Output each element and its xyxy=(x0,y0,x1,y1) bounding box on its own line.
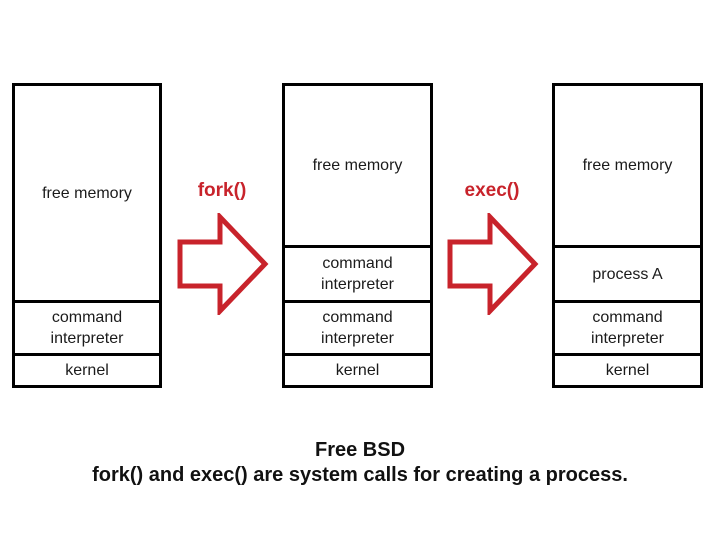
memory-section-free: free memory xyxy=(555,86,700,245)
fork-arrow-icon xyxy=(177,213,269,315)
memory-section-kernel: kernel xyxy=(15,353,159,385)
section-label: free memory xyxy=(42,184,132,202)
caption-subtitle: fork() and exec() are system calls for c… xyxy=(92,464,628,486)
memory-box-after-fork: free memory command interpreter command … xyxy=(282,83,433,388)
section-label: free memory xyxy=(312,157,403,174)
memory-section-free: free memory xyxy=(15,86,159,300)
memory-section-command-interpreter: command interpreter xyxy=(555,300,700,353)
section-label: command interpreter xyxy=(321,255,394,293)
memory-section-process-a: process A xyxy=(555,245,700,300)
memory-section-command-interpreter: command interpreter xyxy=(285,300,430,353)
section-label: command interpreter xyxy=(591,309,664,347)
memory-section-kernel: kernel xyxy=(285,353,430,385)
section-label: kernel xyxy=(605,362,650,379)
section-label: process A xyxy=(592,265,663,283)
exec-arrow-icon xyxy=(447,213,539,315)
section-label: kernel xyxy=(335,362,380,379)
caption: Free BSD fork() and exec() are system ca… xyxy=(0,438,720,488)
section-label: command interpreter xyxy=(321,309,394,347)
memory-section-kernel: kernel xyxy=(555,353,700,385)
memory-box-before-fork: free memory command interpreter kernel xyxy=(12,83,162,388)
memory-box-after-exec: free memory process A command interprete… xyxy=(552,83,703,388)
memory-section-free: free memory xyxy=(285,86,430,245)
memory-section-command-interpreter: command interpreter xyxy=(15,300,159,353)
exec-call-label: exec() xyxy=(464,180,520,201)
memory-section-command-interpreter-child: command interpreter xyxy=(285,245,430,300)
section-label: kernel xyxy=(65,362,109,379)
section-label: command interpreter xyxy=(50,309,124,347)
fork-call-label: fork() xyxy=(197,180,247,201)
section-label: free memory xyxy=(582,157,673,174)
caption-title: Free BSD xyxy=(314,439,406,461)
